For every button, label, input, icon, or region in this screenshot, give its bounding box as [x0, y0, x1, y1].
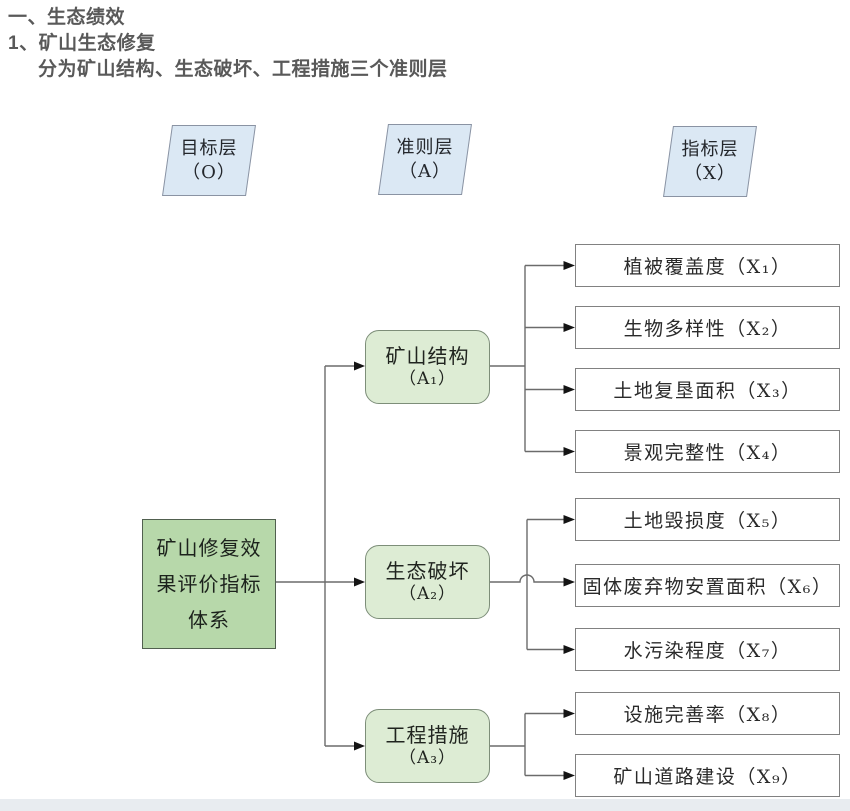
heading-section: 一、生态绩效 [8, 7, 126, 28]
a1-branch-connector [490, 261, 575, 456]
arrowhead-icon [563, 771, 575, 780]
indicator-node-x8: 设施完善率（X₈） [575, 692, 840, 735]
criteria-node-a1: 矿山结构 （A₁） [365, 330, 490, 404]
indicator-node-x4: 景观完整性（X₄） [575, 430, 840, 473]
layer-title: 指标层 [681, 138, 739, 160]
arrowhead-icon [563, 577, 575, 587]
layer-title: 目标层 [180, 137, 238, 159]
indicator-node-x9: 矿山道路建设（X₉） [575, 754, 840, 797]
arrowhead-icon [354, 741, 365, 751]
arrowhead-icon [563, 261, 575, 270]
criteria-name: 生态破坏 [385, 559, 470, 583]
criteria-code: （A₃） [398, 748, 457, 768]
indicator-node-x7: 水污染程度（X₇） [575, 628, 840, 671]
layer-code: （X） [684, 162, 736, 184]
indicator-node-x6: 固体废弃物安置面积（X₆） [575, 564, 840, 607]
layer-node-objective: 目标层 （O） [162, 125, 256, 196]
root-node-text: 矿山修复效 [156, 536, 262, 560]
root-node-text: 体系 [188, 608, 230, 632]
arrowhead-icon [563, 385, 575, 394]
criteria-code: （A₁） [398, 369, 457, 389]
heading-description: 分为矿山结构、生态破坏、工程措施三个准则层 [38, 59, 448, 80]
indicator-node-x3: 土地复垦面积（X₃） [575, 368, 840, 411]
layer-title: 准则层 [396, 136, 454, 158]
layer-code: （O） [182, 161, 236, 183]
header-block: 一、生态绩效 1、矿山生态修复 分为矿山结构、生态破坏、工程措施三个准则层 [8, 5, 448, 83]
layer-node-criteria: 准则层 （A） [378, 124, 472, 195]
arrowhead-icon [563, 323, 575, 332]
criteria-node-a3: 工程措施 （A₃） [365, 709, 490, 783]
layer-node-indicator: 指标层 （X） [663, 126, 757, 197]
indicator-node-x2: 生物多样性（X₂） [575, 306, 840, 349]
criteria-code: （A₂） [398, 584, 457, 604]
a3-branch-connector [490, 709, 575, 780]
indicator-node-x5: 土地毁损度（X₅） [575, 498, 840, 541]
root-node-text: 果评价指标 [156, 572, 262, 596]
criteria-name: 工程措施 [385, 723, 470, 747]
a2-branch-connector [490, 515, 575, 654]
arrowhead-icon [563, 709, 575, 718]
bottom-page-edge [0, 799, 850, 811]
arrowhead-icon [354, 577, 365, 587]
indicator-node-x1: 植被覆盖度（X₁） [575, 244, 840, 287]
criteria-name: 矿山结构 [385, 344, 470, 368]
root-node: 矿山修复效 果评价指标 体系 [142, 519, 276, 649]
layer-code: （A） [399, 160, 451, 182]
root-trunk-connector [276, 361, 365, 751]
criteria-node-a2: 生态破坏 （A₂） [365, 545, 490, 619]
arrowhead-icon [563, 447, 575, 456]
arrowhead-icon [563, 515, 575, 524]
arrowhead-icon [563, 645, 575, 654]
arrowhead-icon [354, 361, 365, 371]
heading-subsection: 1、矿山生态修复 [8, 33, 156, 54]
